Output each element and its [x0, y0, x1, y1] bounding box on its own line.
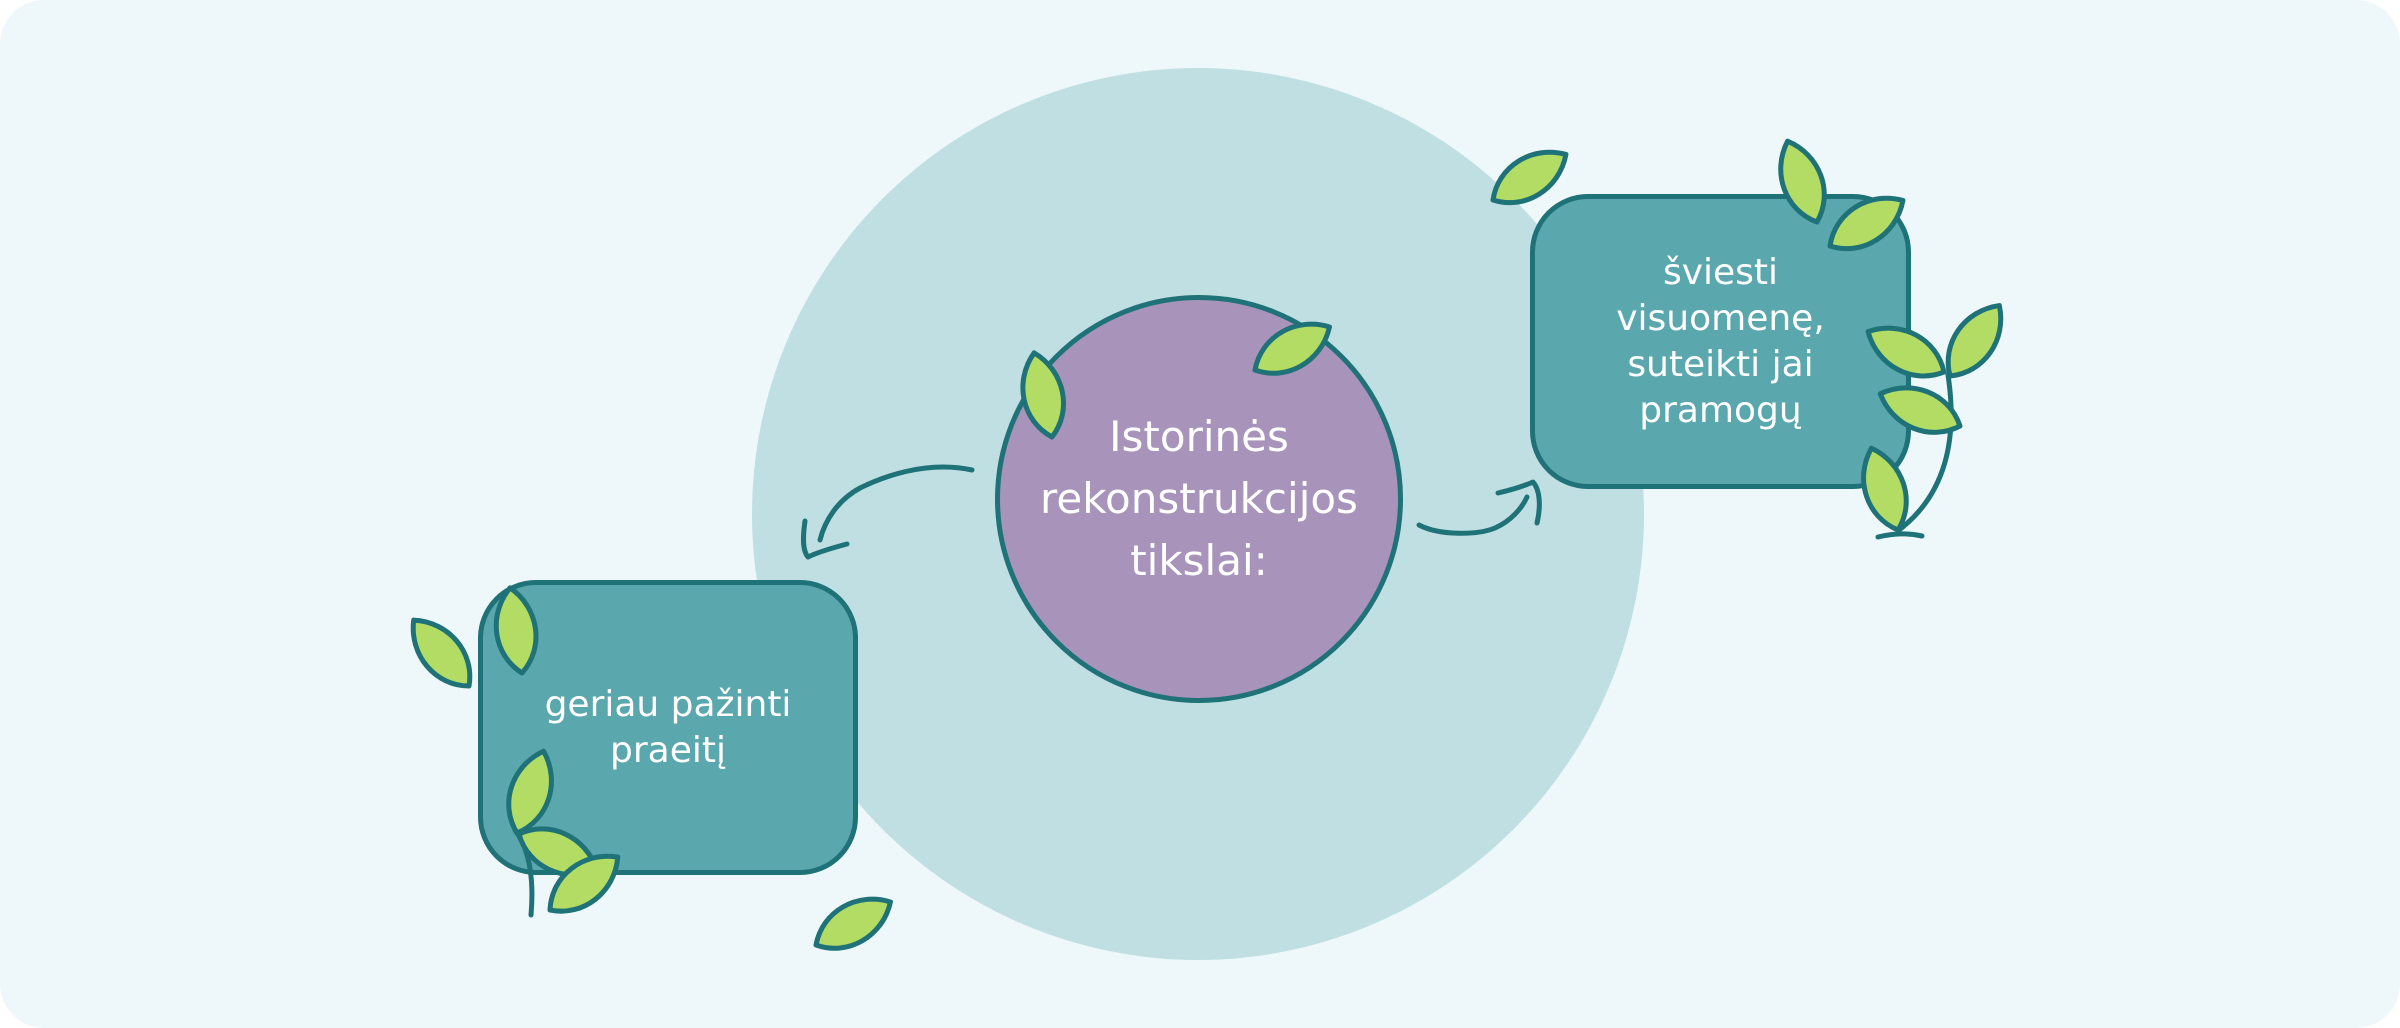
center-node: Istorinės rekonstrukcijos tikslai: — [995, 295, 1403, 703]
goal-box-left: geriau pažinti praeitį — [478, 580, 858, 875]
leaf-icon — [806, 885, 900, 962]
leaf-icon — [1934, 294, 2015, 387]
goal-label-right: šviesti visuomenę, suteikti jai pramogų — [1616, 251, 1825, 431]
center-title: Istorinės rekonstrukcijos tikslai: — [1040, 412, 1358, 585]
goal-label-left: geriau pažinti praeitį — [544, 683, 792, 771]
goal-box-right: šviesti visuomenę, suteikti jai pramogų — [1530, 194, 1911, 489]
leaf-icon — [399, 608, 484, 699]
sprig-base-right-icon — [1875, 531, 1925, 540]
